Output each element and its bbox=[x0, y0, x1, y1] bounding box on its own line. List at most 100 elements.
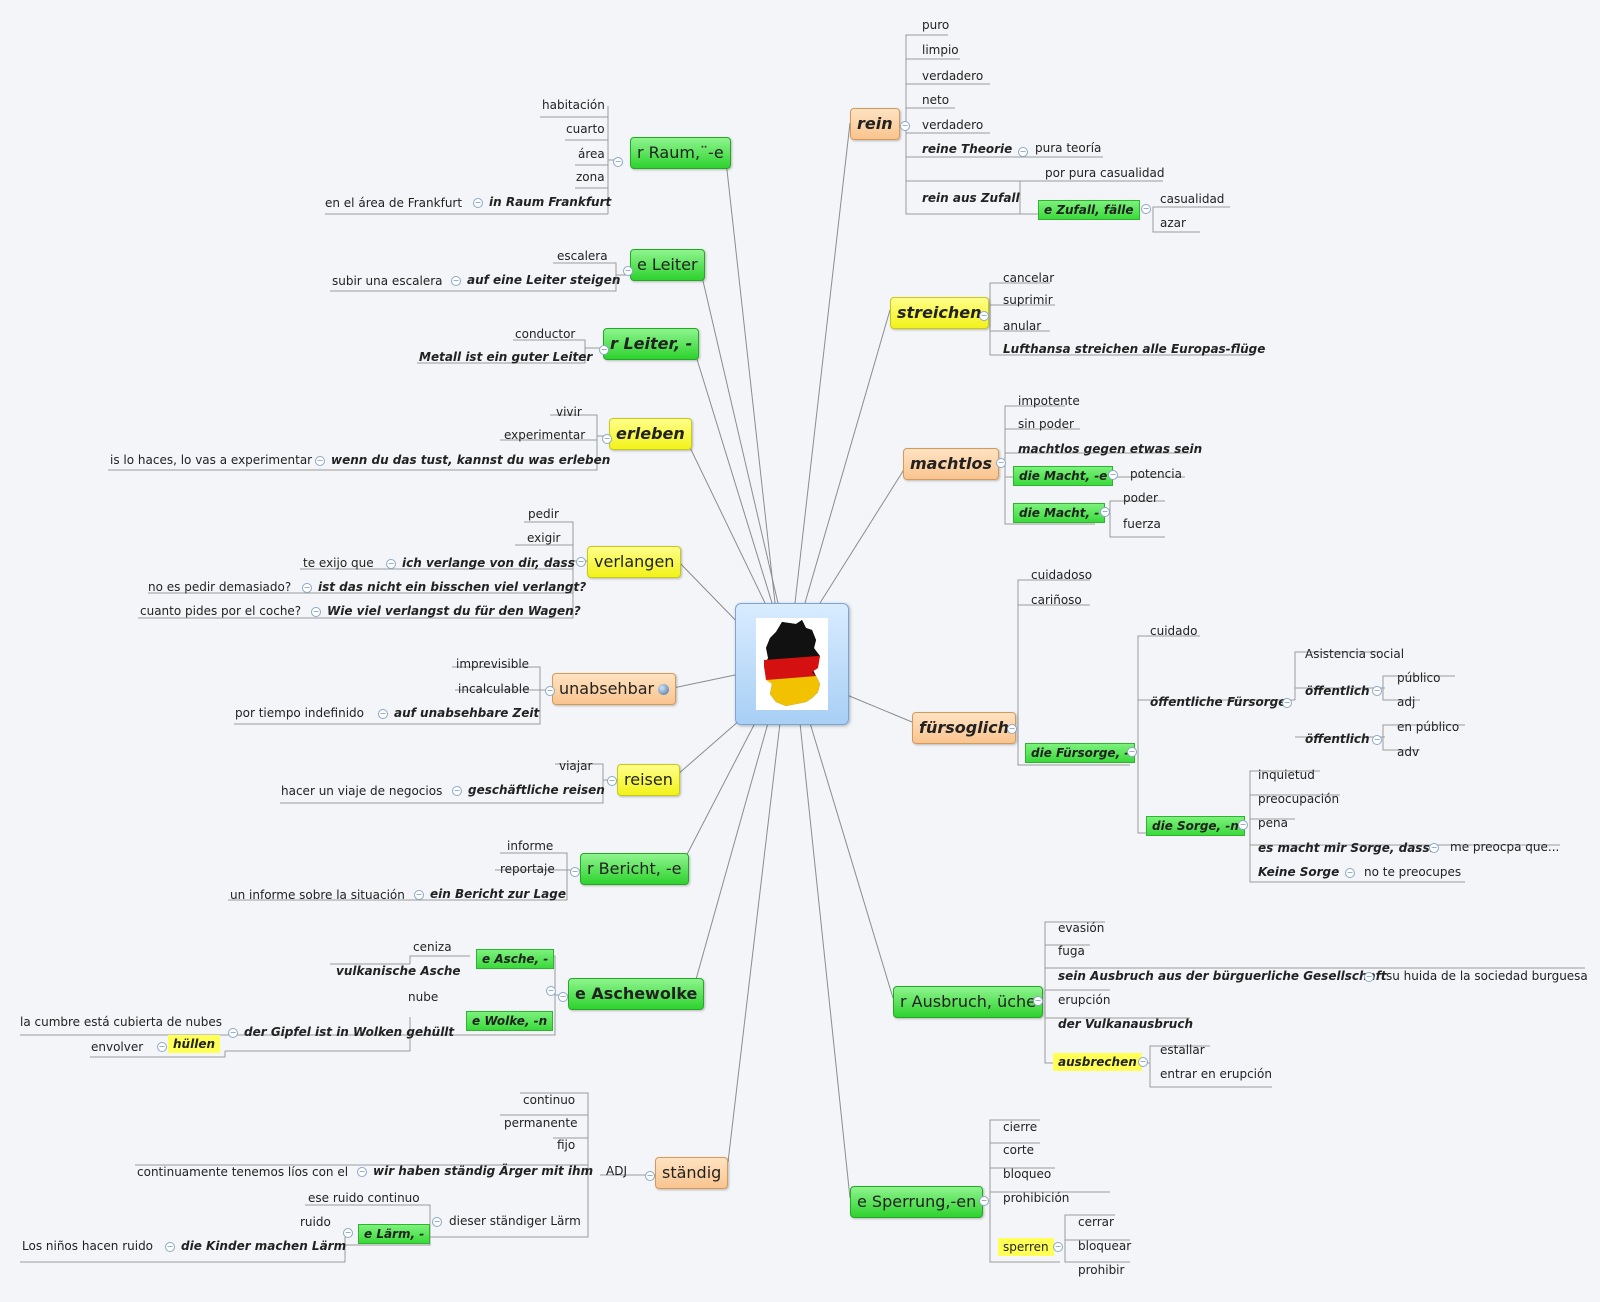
subtopic[interactable]: permanente bbox=[504, 1116, 578, 1130]
collapse-toggle-icon[interactable]: − bbox=[558, 992, 568, 1002]
collapse-toggle-icon[interactable]: − bbox=[451, 276, 461, 286]
subtopic[interactable]: cariñoso bbox=[1031, 593, 1082, 607]
subtopic[interactable]: öffentlich bbox=[1305, 732, 1370, 746]
subtopic[interactable]: öffentliche Fürsorge bbox=[1150, 695, 1287, 709]
subtopic[interactable]: ruido bbox=[300, 1215, 331, 1229]
subtopic[interactable]: wenn du das tust, kannst du was erleben bbox=[331, 453, 611, 467]
collapse-toggle-icon[interactable]: − bbox=[452, 786, 462, 796]
subtopic[interactable]: poder bbox=[1123, 491, 1158, 505]
subtopic[interactable]: auf unabsehbare Zeit bbox=[394, 706, 540, 720]
subtopic[interactable]: ist das nicht ein bisschen viel verlangt… bbox=[318, 580, 587, 594]
subtopic[interactable]: inquietud bbox=[1258, 768, 1315, 782]
subtopic[interactable]: su huida de la sociedad burguesa bbox=[1386, 969, 1588, 983]
subtopic[interactable]: experimentar bbox=[504, 428, 586, 442]
subtopic[interactable]: anular bbox=[1003, 319, 1042, 333]
subtopic[interactable]: ADJ bbox=[606, 1164, 627, 1178]
subtopic[interactable]: me preocpa que... bbox=[1450, 840, 1560, 854]
subtopic[interactable]: bloqueo bbox=[1003, 1167, 1052, 1181]
subtopic[interactable]: vivir bbox=[556, 405, 582, 419]
subtopic[interactable]: por tiempo indefinido bbox=[235, 706, 364, 720]
subtopic[interactable]: zona bbox=[576, 170, 605, 184]
subtopic[interactable]: Wie viel verlangst du für den Wagen? bbox=[327, 604, 581, 618]
subtopic[interactable]: neto bbox=[922, 93, 950, 107]
collapse-toggle-icon[interactable]: − bbox=[1141, 204, 1151, 214]
collapse-toggle-icon[interactable]: − bbox=[1429, 843, 1439, 853]
subtopic[interactable]: continuamente tenemos líos con el bbox=[137, 1165, 349, 1179]
subtopic[interactable]: adj bbox=[1397, 695, 1416, 709]
collapse-toggle-icon[interactable]: − bbox=[357, 1167, 367, 1177]
collapse-toggle-icon[interactable]: − bbox=[473, 198, 483, 208]
subtopic[interactable]: viajar bbox=[559, 759, 593, 773]
subtopic[interactable]: die Kinder machen Lärm bbox=[181, 1239, 347, 1253]
subtopic[interactable]: en el área de Frankfurt bbox=[325, 196, 463, 210]
subtopic[interactable]: der Vulkanausbruch bbox=[1058, 1017, 1194, 1031]
subtopic[interactable]: fuerza bbox=[1123, 517, 1161, 531]
subtopic[interactable]: entrar en erupción bbox=[1160, 1067, 1272, 1081]
subtopic[interactable]: pena bbox=[1258, 816, 1288, 830]
topic-unabsehbar[interactable]: unabsehbar bbox=[552, 673, 677, 705]
collapse-toggle-icon[interactable]: − bbox=[599, 345, 609, 355]
collapse-toggle-icon[interactable]: − bbox=[645, 1171, 655, 1181]
subtopic[interactable]: preocupación bbox=[1258, 792, 1340, 806]
collapse-toggle-icon[interactable]: − bbox=[1282, 698, 1292, 708]
subtopic[interactable]: sin poder bbox=[1018, 417, 1074, 431]
subtopic[interactable]: no te preocupes bbox=[1364, 865, 1462, 879]
subtopic[interactable]: erupción bbox=[1058, 993, 1111, 1007]
collapse-toggle-icon[interactable]: − bbox=[343, 1228, 353, 1238]
collapse-toggle-icon[interactable]: − bbox=[315, 456, 325, 466]
subtopic[interactable]: imprevisible bbox=[456, 657, 530, 671]
collapse-toggle-icon[interactable]: − bbox=[1018, 147, 1028, 157]
subtopic[interactable]: incalculable bbox=[458, 682, 530, 696]
topic-staendig[interactable]: ständig bbox=[655, 1157, 729, 1189]
subtopic[interactable]: wir haben ständig Ärger mit ihm bbox=[373, 1164, 594, 1178]
subtopic[interactable]: prohibición bbox=[1003, 1191, 1070, 1205]
subtopic-highlight[interactable]: e Lärm, - bbox=[358, 1224, 431, 1244]
collapse-toggle-icon[interactable]: − bbox=[157, 1042, 167, 1052]
subtopic-highlight[interactable]: e Asche, - bbox=[476, 949, 555, 969]
subtopic[interactable]: reportaje bbox=[500, 862, 555, 876]
collapse-toggle-icon[interactable]: − bbox=[979, 1196, 989, 1206]
subtopic[interactable]: evasión bbox=[1058, 921, 1105, 935]
subtopic-highlight[interactable]: e Zufall, fälle bbox=[1038, 200, 1140, 220]
collapse-toggle-icon[interactable]: − bbox=[545, 686, 555, 696]
topic-erleben[interactable]: erleben bbox=[609, 418, 692, 450]
subtopic[interactable]: ein Bericht zur Lage bbox=[430, 887, 566, 901]
collapse-toggle-icon[interactable]: − bbox=[607, 776, 617, 786]
subtopic[interactable]: habitación bbox=[542, 98, 605, 112]
subtopic[interactable]: envolver bbox=[91, 1040, 144, 1054]
subtopic[interactable]: casualidad bbox=[1160, 192, 1225, 206]
collapse-toggle-icon[interactable]: − bbox=[1033, 996, 1043, 1006]
topic-streichen[interactable]: streichen bbox=[890, 297, 989, 329]
central-topic[interactable] bbox=[735, 603, 849, 725]
subtopic[interactable]: adv bbox=[1397, 745, 1420, 759]
subtopic[interactable]: Los niños hacen ruido bbox=[22, 1239, 154, 1253]
collapse-toggle-icon[interactable]: − bbox=[570, 867, 580, 877]
subtopic[interactable]: machtlos gegen etwas sein bbox=[1018, 442, 1203, 456]
subtopic[interactable]: exigir bbox=[527, 531, 561, 545]
subtopic-highlight[interactable]: hüllen bbox=[168, 1035, 220, 1053]
subtopic[interactable]: pura teoría bbox=[1035, 141, 1102, 155]
topic-machtlos[interactable]: machtlos bbox=[903, 448, 999, 480]
subtopic[interactable]: ese ruido continuo bbox=[308, 1191, 420, 1205]
subtopic[interactable]: cuidado bbox=[1150, 624, 1198, 638]
subtopic-highlight[interactable]: die Fürsorge, - bbox=[1025, 743, 1136, 763]
subtopic[interactable]: puro bbox=[922, 18, 950, 32]
collapse-toggle-icon[interactable]: − bbox=[1053, 1242, 1063, 1252]
subtopic[interactable]: cerrar bbox=[1078, 1215, 1114, 1229]
collapse-toggle-icon[interactable]: − bbox=[311, 607, 321, 617]
collapse-toggle-icon[interactable]: − bbox=[1238, 820, 1248, 830]
topic-rein[interactable]: rein bbox=[850, 108, 900, 140]
subtopic[interactable]: un informe sobre la situación bbox=[230, 888, 405, 902]
subtopic[interactable]: ich verlange von dir, dass bbox=[402, 556, 575, 570]
subtopic[interactable]: Metall ist ein guter Leiter bbox=[419, 350, 593, 364]
subtopic[interactable]: es macht mir Sorge, dass.. bbox=[1258, 841, 1439, 855]
subtopic[interactable]: por pura casualidad bbox=[1045, 166, 1165, 180]
subtopic-highlight[interactable]: die Sorge, -n bbox=[1146, 816, 1245, 836]
subtopic[interactable]: conductor bbox=[515, 327, 576, 341]
subtopic[interactable]: nube bbox=[408, 990, 439, 1004]
topic-fuersoglich[interactable]: fürsoglich bbox=[912, 712, 1017, 744]
subtopic[interactable]: in Raum Frankfurt bbox=[489, 195, 612, 209]
subtopic[interactable]: geschäftliche reisen bbox=[468, 783, 605, 797]
collapse-toggle-icon[interactable]: − bbox=[165, 1242, 175, 1252]
subtopic[interactable]: no es pedir demasiado? bbox=[148, 580, 292, 594]
